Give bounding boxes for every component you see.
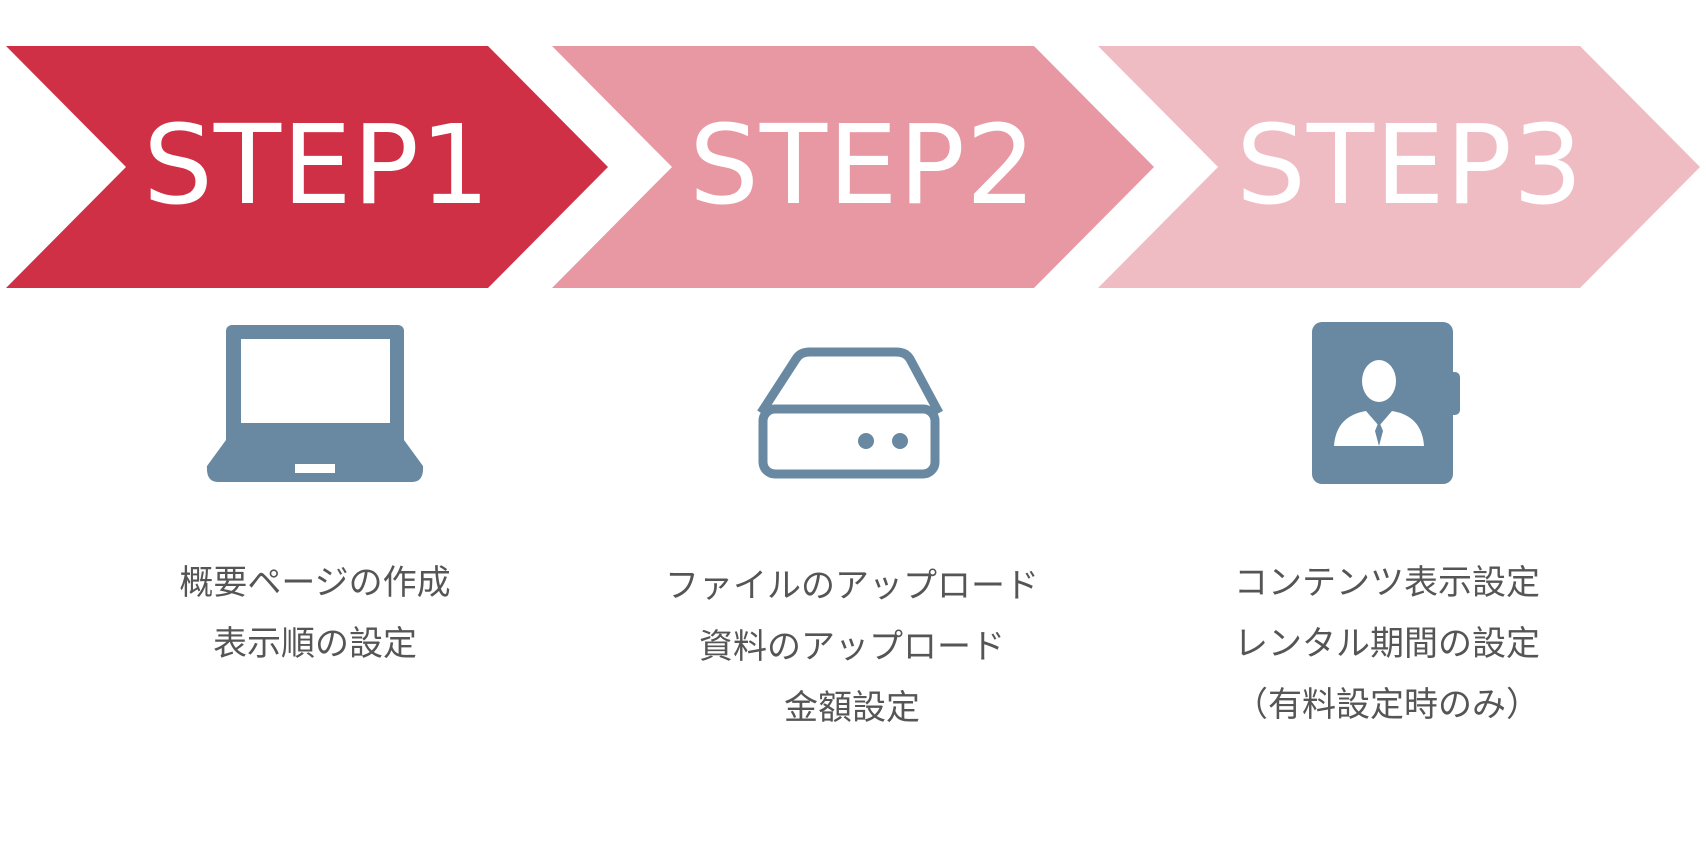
step-2-description-line: ファイルのアップロード: [665, 566, 1039, 606]
step-1-label: STEP1: [143, 101, 491, 229]
step-2-chevron: STEP2: [552, 46, 1154, 288]
contact-card-icon: [1312, 322, 1460, 484]
step-2-description-line: 金額設定: [784, 688, 920, 728]
step-2-arrow-shape: [552, 46, 1154, 288]
step-3-description-line: （有料設定時のみ）: [1234, 685, 1540, 725]
step-2-label: STEP2: [689, 101, 1037, 229]
step-1-description-line: 概要ページの作成: [179, 563, 451, 603]
step-3-description: コンテンツ表示設定レンタル期間の設定 （有料設定時のみ）: [1177, 553, 1597, 736]
step-1-description-line: 表示順の設定: [213, 624, 417, 664]
step-3-chevron: STEP3: [1098, 46, 1700, 288]
step-3-description-line: レンタル期間の設定: [1234, 624, 1540, 664]
step-2-description-line: 資料のアップロード: [699, 627, 1005, 667]
laptop-icon: [206, 325, 424, 482]
step-3-label: STEP3: [1236, 101, 1584, 229]
step-1-chevron: STEP1: [6, 46, 608, 288]
step-2-description: ファイルのアップロード資料のアップロード金額設定: [642, 556, 1062, 739]
step-3-arrow-shape: [1098, 46, 1700, 288]
server-drive-icon: [757, 347, 943, 479]
step-1-arrow-shape: [6, 46, 608, 288]
step-1-description: 概要ページの作成表示順の設定: [105, 553, 525, 675]
step-3-description-line: コンテンツ表示設定: [1234, 563, 1540, 603]
